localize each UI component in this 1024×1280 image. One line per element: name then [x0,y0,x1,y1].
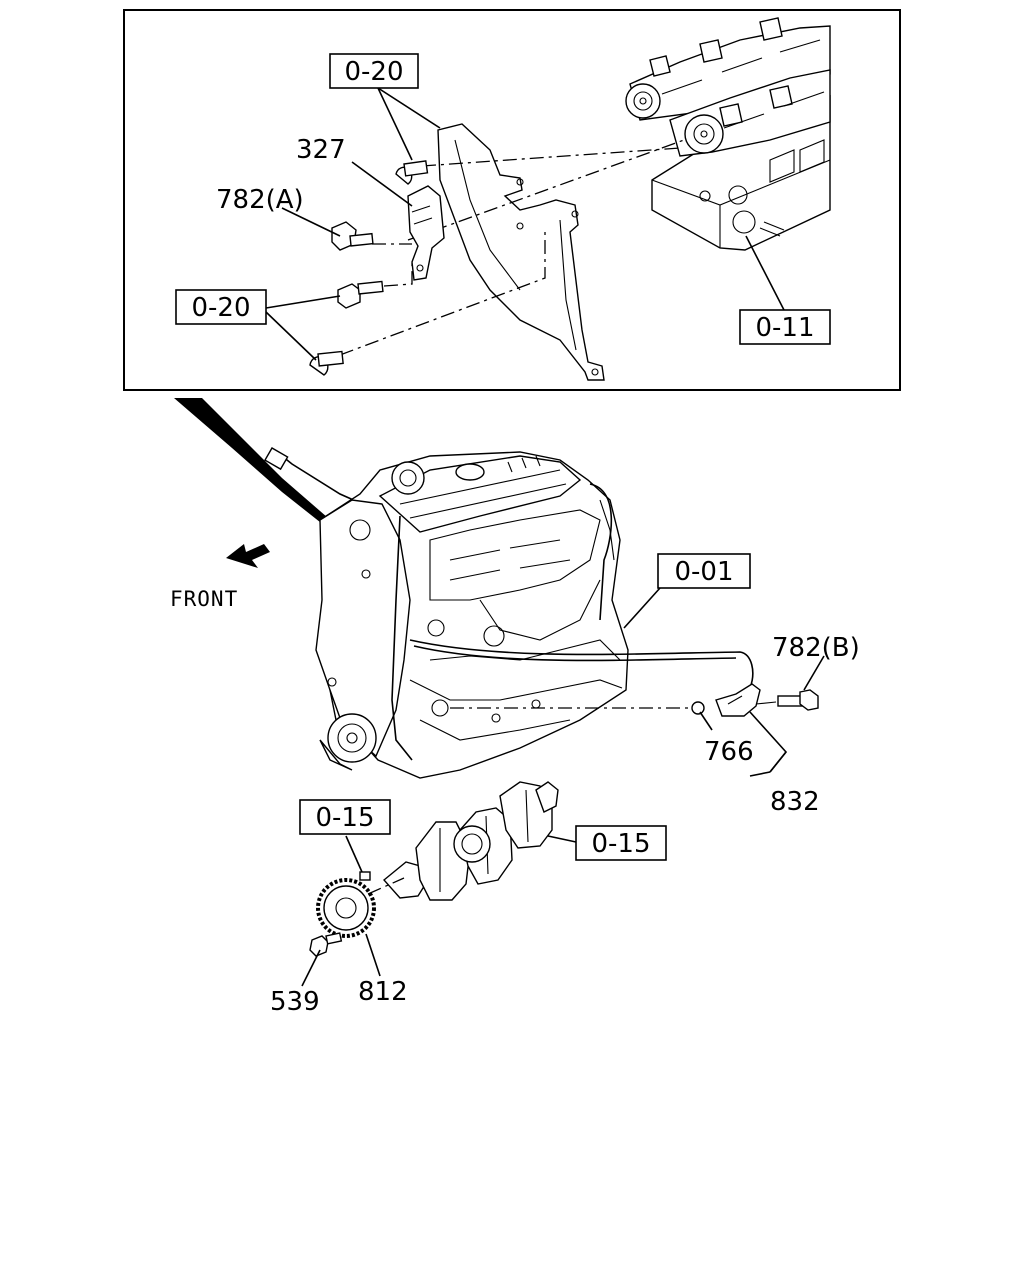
part-label-812: 812 [358,977,408,1007]
detail-pointer-wedge [174,398,335,530]
crank-sprocket-812 [316,871,405,938]
bolt-lower-left [309,350,344,376]
part-label-539: 539 [270,987,320,1017]
part-label-832: 832 [770,787,820,817]
engine-callout-leaders [623,587,825,777]
part-label-327: 327 [296,135,346,165]
part-label-782a: 782(A) [216,185,304,215]
arrow-left-down-icon [226,544,270,568]
ref-0-11: 0-11 [755,313,814,343]
bolt-upper [395,160,429,185]
o-ring-766 [691,701,705,715]
ref-box-0-11 [739,309,831,345]
crank-callout-leaders [301,835,577,987]
ref-box-0-20-left [175,289,267,325]
bolt-539 [309,932,343,957]
bolt-782a [331,221,374,251]
cylinder-head [625,17,831,251]
ref-0-15-left: 0-15 [315,803,374,833]
ref-0-20-left: 0-20 [191,293,250,323]
ref-0-01: 0-01 [674,557,733,587]
ref-box-0-01 [657,553,751,589]
wire-connector-icon [264,447,289,471]
inset-callout-leaders [265,87,785,361]
detail-inset: 0-20 327 782(A) 0-20 0-11 [123,9,901,391]
ref-box-0-20-top [329,53,419,89]
key [359,871,371,881]
crankshaft [382,781,559,901]
ref-box-0-15-left [299,799,391,835]
inset-leader-lines [339,139,685,356]
crank-position-sensor [450,683,819,717]
sensor-bracket-327 [407,185,445,281]
ref-box-0-15-right [575,825,667,861]
bolt-middle-left [337,280,384,309]
part-label-782b: 782(B) [772,633,860,663]
timing-cover [437,123,605,381]
part-label-766: 766 [704,737,754,767]
front-label: FRONT [170,587,238,611]
front-indicator: FRONT [170,544,270,611]
ref-0-20-top: 0-20 [344,57,403,87]
ref-0-15-right: 0-15 [591,829,650,859]
engine-assembly [264,447,754,779]
